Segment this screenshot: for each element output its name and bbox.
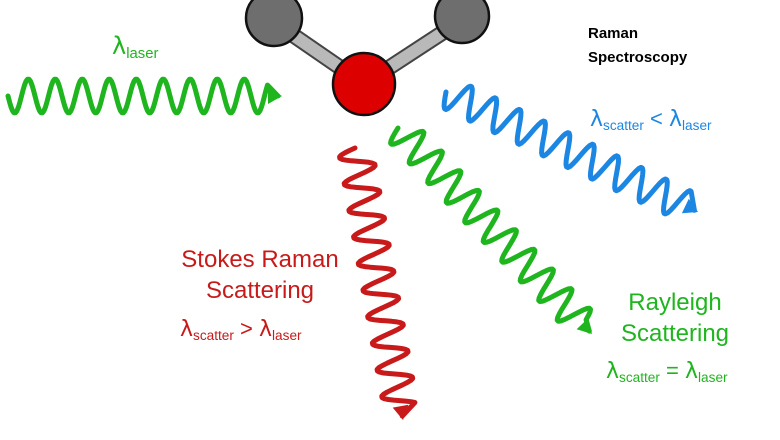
rayleigh-wave: [388, 125, 593, 334]
stokes-lhs-sub: scatter: [193, 327, 234, 343]
stokes-wave: [337, 145, 418, 419]
anti-stokes-lhs-sub: scatter: [603, 117, 644, 133]
stokes-operator: >: [233, 316, 259, 341]
anti-stokes-wave-arrowhead: [681, 198, 698, 214]
rayleigh-wave-arrowhead: [576, 318, 592, 334]
stokes-rhs: λ: [259, 317, 273, 342]
rayleigh-relation-label: λscatter = λlaser: [606, 358, 728, 385]
anti-stokes-wave: [441, 83, 697, 217]
water-molecule: [244, 0, 491, 117]
left-hydrogen-atom: [244, 0, 304, 48]
stokes-line1: Stokes Raman: [181, 246, 339, 273]
rayleigh-rhs: λ: [685, 359, 699, 384]
diagram-title: Raman Spectroscopy: [588, 25, 688, 66]
stokes-wave-arrowhead: [392, 404, 409, 420]
rayleigh-line1: Rayleigh: [628, 289, 722, 316]
anti-stokes-operator: <: [643, 106, 669, 131]
stokes-line2: Scattering: [205, 276, 315, 304]
stokes-raman-heading: Stokes Raman Scattering: [170, 245, 350, 306]
rayleigh-line2: Scattering: [620, 319, 730, 347]
rayleigh-operator: =: [659, 358, 685, 383]
anti-stokes-rhs-sub: laser: [682, 117, 712, 133]
right-hydrogen-atom: [433, 0, 491, 45]
oxygen-atom: [331, 51, 397, 117]
laser-lambda: λ: [112, 32, 127, 60]
incident-laser-wave: [5, 76, 281, 116]
rayleigh-rhs-sub: laser: [698, 369, 728, 385]
rayleigh-lhs-sub: scatter: [619, 369, 660, 385]
anti-stokes-rhs: λ: [669, 107, 683, 132]
laser-wavelength-label: λlaser: [112, 34, 158, 62]
incident-laser-wave-arrowhead: [268, 88, 282, 104]
rayleigh-heading: Rayleigh Scattering: [590, 288, 760, 349]
laser-subscript: laser: [126, 46, 159, 63]
anti-stokes-lhs: λ: [590, 107, 604, 132]
stokes-relation-label: λscatter > λlaser: [180, 316, 302, 343]
rayleigh-lhs: λ: [606, 359, 620, 384]
anti-stokes-relation-label: λscatter < λlaser: [590, 106, 712, 133]
stokes-lhs: λ: [180, 317, 194, 342]
stokes-rhs-sub: laser: [272, 327, 302, 343]
